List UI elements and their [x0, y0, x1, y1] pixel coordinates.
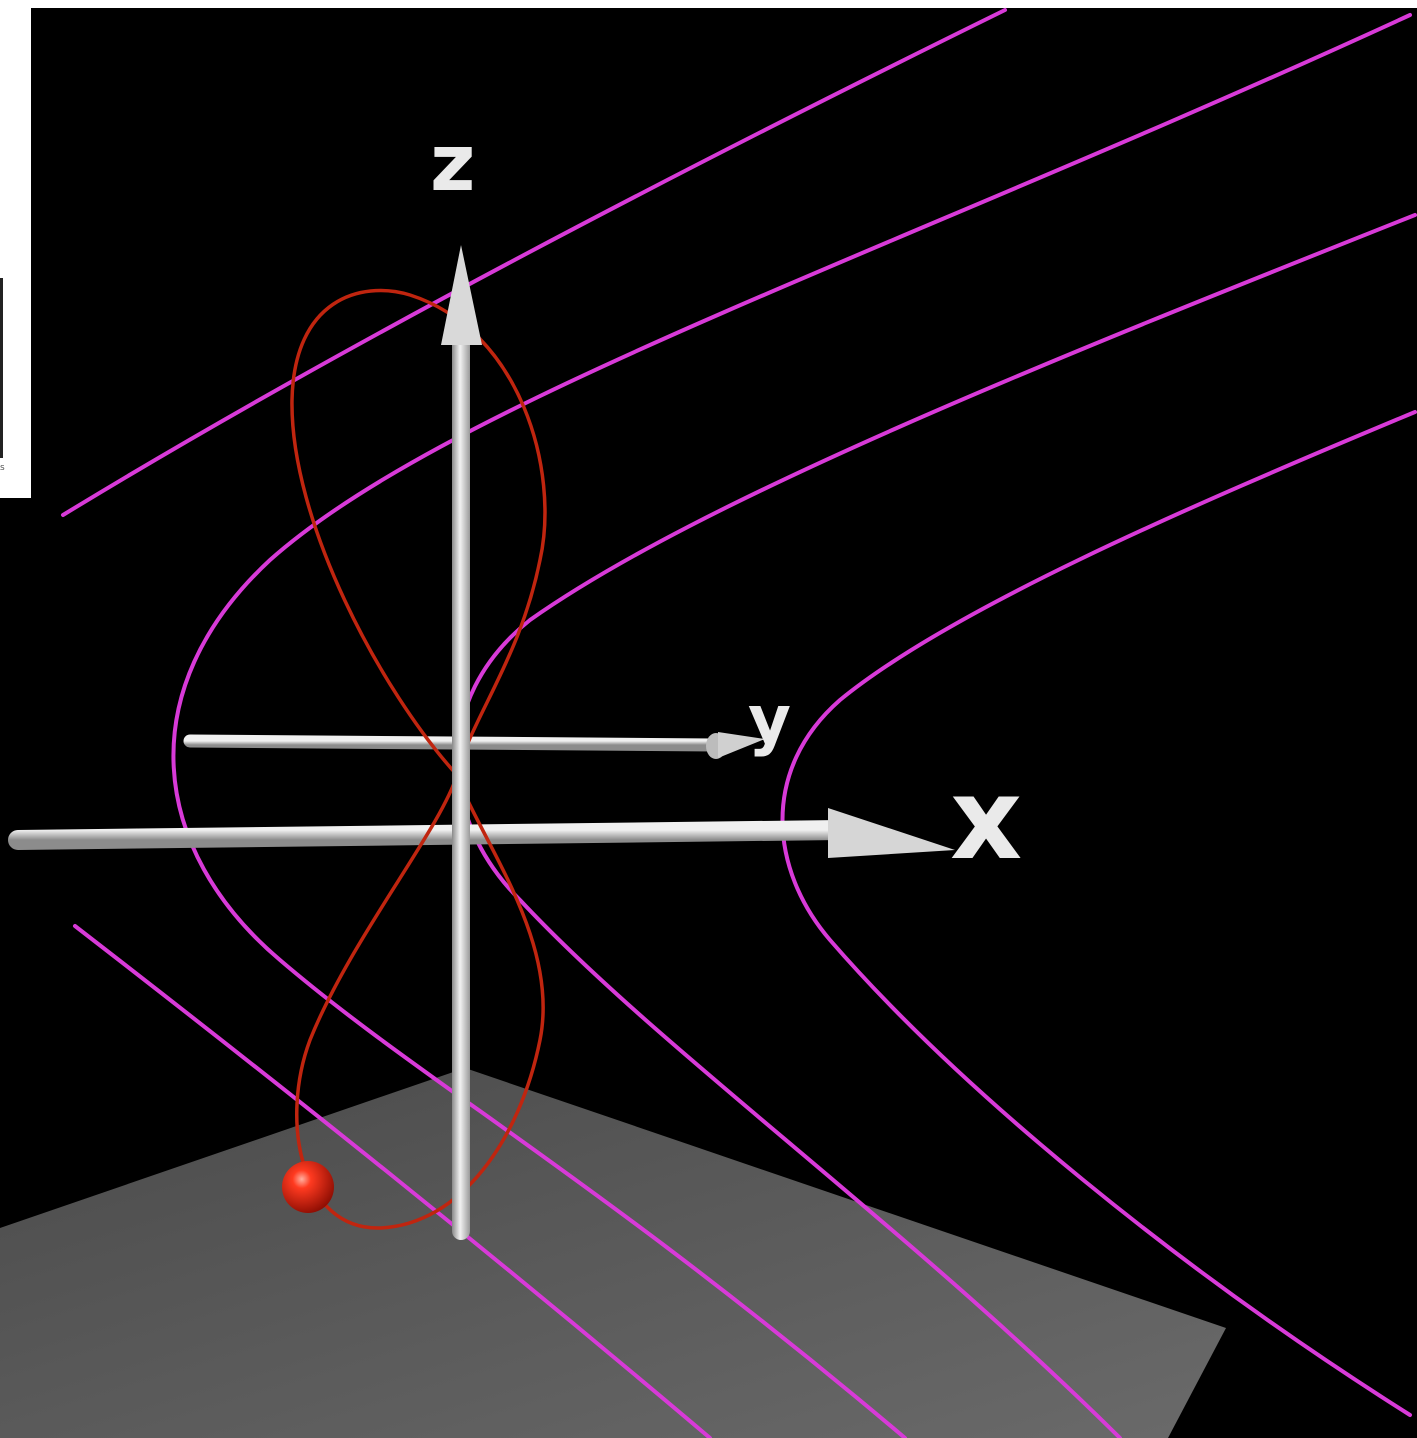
- x-axis-rod: [8, 820, 850, 850]
- y-axis-arrowhead: [718, 732, 765, 758]
- x-axis-arrowhead: [828, 808, 955, 858]
- y-axis-label: y: [748, 681, 791, 758]
- field-line-2: [171, 13, 1412, 1438]
- red-sphere-icon: [282, 1161, 334, 1213]
- field-line-1: [61, 8, 1007, 517]
- field-line-5: [73, 924, 712, 1438]
- side-panel: s: [0, 8, 31, 498]
- x-axis: [8, 808, 955, 858]
- z-axis: [441, 245, 482, 1240]
- z-axis-label: z: [430, 119, 475, 209]
- side-panel-tiny-text: s: [0, 463, 5, 473]
- x-axis-label: x: [950, 755, 1022, 885]
- z-axis-arrowhead: [441, 245, 482, 345]
- z-axis-rod: [452, 330, 470, 1240]
- side-panel-bar: [0, 278, 3, 458]
- ground-plane: [0, 1068, 1226, 1438]
